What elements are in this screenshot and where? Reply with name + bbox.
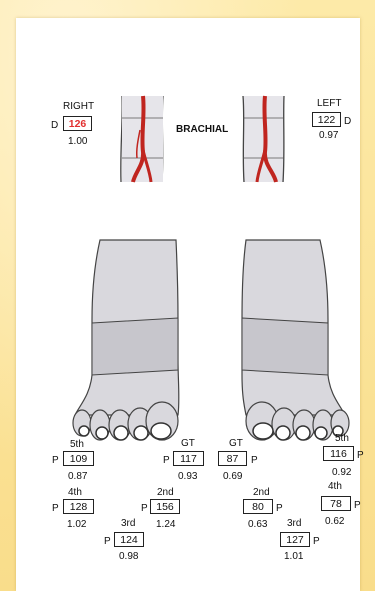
right-great-toe-flag: P	[163, 455, 170, 466]
right-third-toe-flag: P	[104, 536, 111, 547]
left-second-toe-label: 2nd	[253, 487, 270, 498]
left-second-toe-index: 0.63	[248, 519, 267, 530]
left-third-toe-index: 1.01	[284, 551, 303, 562]
left-foot-illustration	[242, 240, 349, 440]
right-arm-illustration	[121, 96, 163, 182]
left-arm-illustration	[243, 96, 284, 182]
right-second-toe-index: 1.24	[156, 519, 175, 530]
right-fourth-toe-label: 4th	[68, 487, 82, 498]
right-great-toe-index: 0.93	[178, 471, 197, 482]
right-great-toe-label: GT	[181, 438, 195, 449]
left-brachial-flag: D	[344, 116, 351, 127]
left-side-label: LEFT	[317, 98, 341, 109]
left-great-toe-label: GT	[229, 438, 243, 449]
right-second-toe-flag: P	[141, 503, 148, 514]
right-fourth-toe-flag: P	[52, 503, 59, 514]
left-fifth-toe-pressure: 116	[323, 446, 354, 461]
left-brachial-index: 0.97	[319, 130, 338, 141]
right-side-label: RIGHT	[63, 101, 94, 112]
right-brachial-index: 1.00	[68, 136, 87, 147]
left-third-toe-flag: P	[313, 536, 320, 547]
right-brachial-pressure: 126	[63, 116, 92, 131]
right-second-toe-label: 2nd	[157, 487, 174, 498]
left-fourth-toe-label: 4th	[328, 481, 342, 492]
left-great-toe-flag: P	[251, 455, 258, 466]
right-fifth-toe-pressure: 109	[63, 451, 94, 466]
left-great-toe-pressure: 87	[218, 451, 247, 466]
left-second-toe-pressure: 80	[243, 499, 273, 514]
left-fifth-toe-label: 5th	[335, 433, 349, 444]
right-fourth-toe-index: 1.02	[67, 519, 86, 530]
right-great-toe-pressure: 117	[173, 451, 204, 466]
right-third-toe-label: 3rd	[121, 518, 135, 529]
left-brachial-pressure: 122	[312, 112, 341, 127]
right-third-toe-index: 0.98	[119, 551, 138, 562]
right-brachial-flag: D	[51, 120, 58, 131]
right-fourth-toe-pressure: 128	[63, 499, 94, 514]
right-second-toe-pressure: 156	[150, 499, 180, 514]
right-fifth-toe-flag: P	[52, 455, 59, 466]
brachial-title: BRACHIAL	[176, 124, 228, 135]
left-fifth-toe-index: 0.92	[332, 467, 351, 478]
right-fifth-toe-label: 5th	[70, 439, 84, 450]
left-second-toe-flag: P	[276, 503, 283, 514]
left-fourth-toe-index: 0.62	[325, 516, 344, 527]
left-fourth-toe-pressure: 78	[321, 496, 351, 511]
left-fourth-toe-flag: P	[354, 500, 361, 511]
right-fifth-toe-index: 0.87	[68, 471, 87, 482]
right-foot-illustration	[73, 240, 179, 440]
right-third-toe-pressure: 124	[114, 532, 144, 547]
left-fifth-toe-flag: P	[357, 450, 364, 461]
left-great-toe-index: 0.69	[223, 471, 242, 482]
left-third-toe-pressure: 127	[280, 532, 310, 547]
left-third-toe-label: 3rd	[287, 518, 301, 529]
